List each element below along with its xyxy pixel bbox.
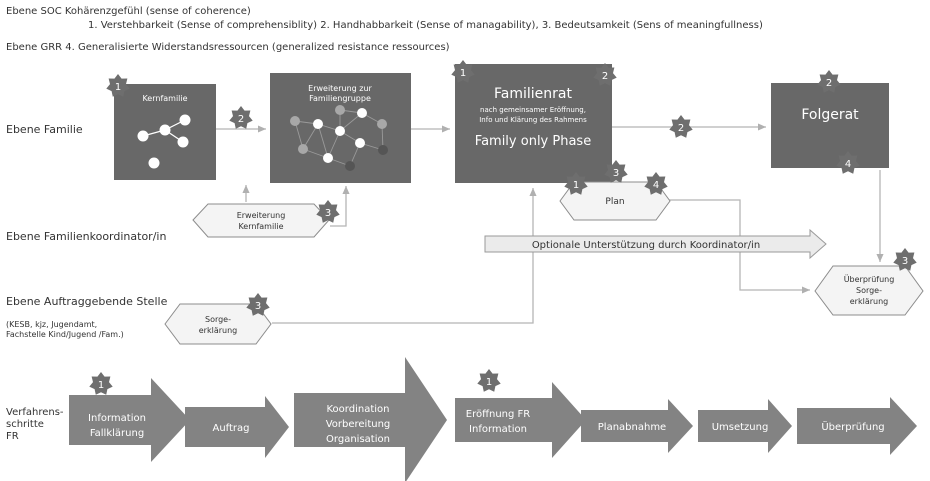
- badge-folgerat-top-number: 2: [826, 78, 832, 89]
- badge-star-shape: [644, 172, 668, 195]
- badge-star-shape: [106, 74, 130, 97]
- hexagon-sorgeerklaerung: Sorge- erklärung: [164, 303, 272, 345]
- badge-ueberpruefung-number: 3: [902, 256, 908, 267]
- badge-star-shape: [477, 369, 501, 392]
- badge-erweiterung-number: 2: [238, 114, 244, 125]
- badge-star-shape: [564, 172, 588, 195]
- badge-sorgeerklaerung-number: 3: [255, 301, 261, 312]
- badge-star-shape: [451, 60, 475, 83]
- level-auftraggebende-stelle: Ebene Auftraggebende Stelle: [6, 295, 168, 308]
- kernfamilie-network: [137, 114, 191, 169]
- badge-star-shape: [604, 160, 628, 183]
- badge-star-shape: [817, 70, 841, 93]
- badge-star-shape: [593, 63, 617, 86]
- erweiterung-label-2: Familiengruppe: [309, 94, 371, 103]
- erweiterung-label-1: Erweiterung zur: [308, 84, 372, 93]
- support-arrow-label: Optionale Unterstützung durch Koordinato…: [532, 240, 760, 251]
- badge-plan-1-number: 1: [573, 180, 579, 191]
- level-familie: Ebene Familie: [6, 123, 83, 136]
- process-step2: Auftrag: [212, 423, 249, 434]
- badge-sorgeerklaerung: 3: [246, 293, 270, 316]
- process-step5: Planabnahme: [598, 422, 666, 433]
- badge-familienrat-right: 2: [593, 63, 617, 86]
- badge-kernfamilie: 1: [106, 74, 130, 97]
- badge-erweiterung: 2: [229, 106, 253, 129]
- soc-title: Ebene SOC Kohärenzgefühl (sense of coher…: [6, 6, 251, 17]
- hexagon-ueberpruefung: Überprüfung Sorge- erklärung: [814, 265, 924, 316]
- kernfamilie-label: Kernfamilie: [142, 94, 187, 103]
- badge-plan-3-number: 3: [613, 168, 619, 179]
- level-auftrag-sub2: Fachstelle Kind/Jugend /Fam.): [6, 330, 124, 339]
- hexagon-ueber-l1: Überprüfung: [844, 274, 895, 284]
- hexagon-erweiterung-l2: Kernfamilie: [238, 222, 283, 231]
- badge-star-shape: [836, 151, 860, 174]
- badge-familienrat-left-number: 1: [460, 68, 466, 79]
- badge-star-shape: [316, 200, 340, 223]
- folgerat-label: Folgerat: [801, 107, 859, 123]
- erweiterung-nodes: [290, 105, 388, 171]
- badge-ueberpruefung: 3: [893, 248, 917, 271]
- hexagon-ueber-l3: erklärung: [850, 297, 888, 306]
- familienrat-sub2: Info und Klärung des Rahmens: [479, 116, 587, 124]
- badge-folgerat-bottom: 4: [836, 151, 860, 174]
- process-label-l2: schritte: [6, 419, 44, 430]
- hexagon-sorge-l1: Sorge-: [205, 315, 231, 324]
- badge-familienrat-arrow-number: 2: [678, 123, 684, 134]
- process-step6: Umsetzung: [712, 422, 769, 433]
- hexagon-plan-label: Plan: [605, 197, 624, 207]
- familienrat-sub1: nach gemeinsamer Eröffnung,: [480, 106, 586, 114]
- familienrat-title: Familienrat: [494, 86, 572, 102]
- process-step4-l2: Information: [469, 424, 527, 435]
- level-koordinator: Ebene Familienkoordinator/in: [6, 230, 166, 243]
- badge-kernfamilie-number: 1: [115, 82, 121, 93]
- badge-familienrat-right-number: 2: [602, 71, 608, 82]
- badge-folgerat-bottom-number: 4: [845, 159, 851, 170]
- badge-plan-4: 4: [644, 172, 668, 195]
- badge-process-1: 1: [89, 372, 113, 395]
- soc-subtitle: 1. Verstehbarkeit (Sense of comprehensib…: [88, 20, 763, 31]
- badge-hexagon-erweiterung: 3: [316, 200, 340, 223]
- erweiterung-box: Erweiterung zur Familiengruppe: [270, 73, 411, 183]
- badge-familienrat-arrow: 2: [669, 115, 693, 138]
- process-step1-l2: Fallklärung: [90, 428, 144, 439]
- hexagon-ueber-l2: Sorge-: [856, 286, 882, 295]
- badge-plan-4-number: 4: [653, 180, 659, 191]
- familienrat-box: Familienrat nach gemeinsamer Eröffnung, …: [455, 64, 612, 183]
- process-step3-l2: Vorbereitung: [326, 419, 391, 430]
- folgerat-box: Folgerat: [771, 83, 889, 168]
- badge-familienrat-left: 1: [451, 60, 475, 83]
- badge-process-1-number: 1: [98, 380, 104, 391]
- badge-star-shape: [229, 106, 253, 129]
- badge-process-2-number: 1: [486, 377, 492, 388]
- badge-plan-1: 1: [564, 172, 588, 195]
- badge-star-shape: [669, 115, 693, 138]
- process-label-l1: Verfahrens-: [6, 407, 64, 418]
- process-label-l3: FR: [6, 431, 19, 442]
- process-step7: Überprüfung: [821, 420, 884, 433]
- grr-title: Ebene GRR 4. Generalisierte Widerstandsr…: [6, 42, 450, 53]
- process-step3-l3: Organisation: [326, 434, 390, 445]
- process-arrows: Information Fallklärung Auftrag Koordina…: [69, 357, 917, 481]
- familienrat-phase: Family only Phase: [475, 134, 591, 149]
- hexagon-sorge-l2: erklärung: [199, 326, 237, 335]
- badge-star-shape: [893, 248, 917, 271]
- badge-star-shape: [246, 293, 270, 316]
- badge-process-2: 1: [477, 369, 501, 392]
- kernfamilie-box: Kernfamilie: [114, 84, 216, 180]
- badge-star-shape: [89, 372, 113, 395]
- process-step3-l1: Koordination: [327, 404, 390, 415]
- hexagon-erweiterung-l1: Erweiterung: [237, 211, 286, 220]
- level-auftrag-sub1: (KESB, kjz, Jugendamt,: [6, 320, 97, 329]
- badge-plan-3: 3: [604, 160, 628, 183]
- badge-folgerat-top: 2: [817, 70, 841, 93]
- hexagon-erweiterung-kernfamilie: Erweiterung Kernfamilie: [192, 203, 330, 238]
- support-arrow: Optionale Unterstützung durch Koordinato…: [484, 228, 827, 260]
- process-step4-l1: Eröffnung FR: [466, 409, 531, 420]
- badge-hexagon-erweiterung-number: 3: [325, 208, 331, 219]
- process-step1-l1: Information: [88, 413, 146, 424]
